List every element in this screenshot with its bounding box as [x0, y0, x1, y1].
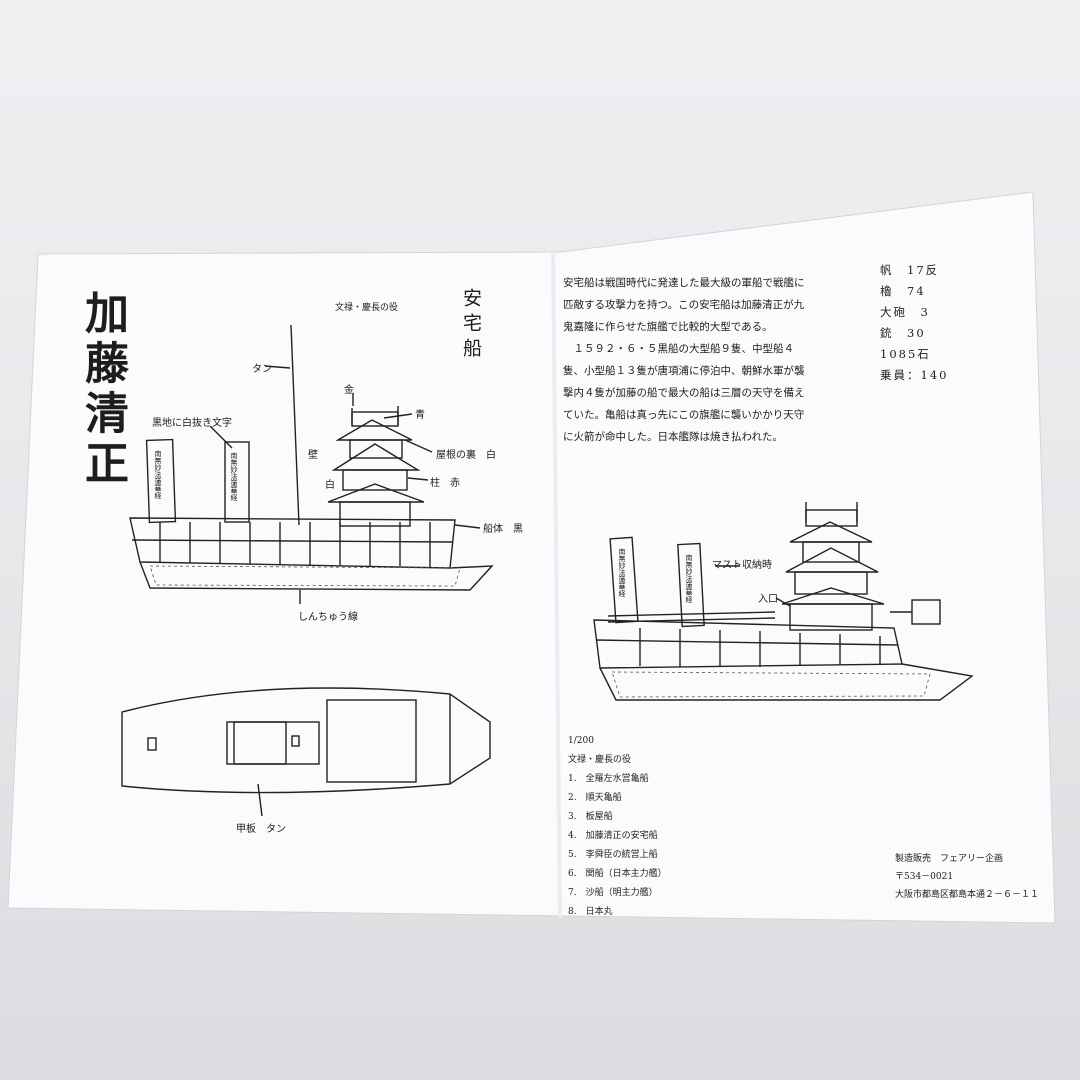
label-shiro: 白 [325, 480, 335, 491]
label-yane: 屋根の裏 白 [436, 450, 496, 461]
list-item: 4. 加藤清正の安宅船 [568, 831, 658, 841]
ship-name: 安宅船 [460, 288, 482, 363]
era-caption: 文禄・慶長の役 [335, 303, 399, 313]
banner-inscription: 南無妙法蓮華経 [685, 554, 693, 603]
maker-info: 製造販売 フェアリー企画 〒534－0021 大阪市都島区都島本通２－６－１１ [895, 850, 1039, 904]
description-paragraph: 安宅船は戦国時代に発達した最大級の軍船で戦艦に匹敵する攻撃力を持つ。この安宅船は… [563, 277, 805, 333]
list-item: 5. 李舜臣の統営上船 [568, 850, 658, 860]
label-mast: マスト収納時 [712, 560, 772, 571]
banner-inscription: 南無妙法蓮華経 [154, 450, 162, 499]
spec-value: 30 [907, 326, 926, 340]
maker-address: 大阪市都島区都島本通２－６－１１ [895, 890, 1040, 900]
label-iriguchi: 入口 [758, 594, 778, 605]
spec-label: 櫓 [880, 284, 894, 298]
list-item: 1. 全羅左水営亀船 [568, 774, 649, 784]
spec-row: 櫓 74 [880, 283, 926, 299]
spec-value: 17反 [907, 263, 940, 277]
label-shinchu: しんちゅう線 [298, 612, 358, 623]
model-list: 1/200 文禄・慶長の役 1. 全羅左水営亀船 2. 順天亀船 3. 板屋船 … [568, 732, 667, 922]
label-sentai: 船体 黒 [483, 524, 523, 535]
banner-inscription: 南無妙法蓮華経 [230, 452, 238, 501]
spec-value: 74 [907, 284, 926, 298]
model-scale: 1/200 [568, 736, 594, 746]
list-item: 6. 関船（日本主力艦） [568, 869, 667, 879]
description: 安宅船は戦国時代に発達した最大級の軍船で戦艦に匹敵する攻撃力を持つ。この安宅船は… [563, 272, 813, 448]
list-item: 8. 日本丸 [568, 907, 613, 917]
spec-row: 大砲 3 [880, 304, 930, 320]
spec-value: 3 [920, 305, 930, 319]
spec-label: 乗員： [880, 368, 921, 382]
spec-label: 銃 [880, 326, 894, 340]
spec-row: 帆 17反 [880, 262, 939, 278]
description-paragraph: １５９２・６・５黒船の大型船９隻、中型船４隻、小型船１３隻が唐項浦に停泊中、朝鮮… [563, 343, 805, 443]
page-title: 加藤清正 [77, 290, 128, 490]
maker-name: 製造販売 フェアリー企画 [895, 854, 1004, 864]
label-hashira: 柱 赤 [430, 478, 460, 489]
list-item: 2. 順天亀船 [568, 793, 622, 803]
maker-postal: 〒534－0021 [895, 872, 954, 882]
label-kanpan: 甲板 タン [236, 824, 286, 835]
spec-label: 大砲 [880, 305, 907, 319]
spec-value: 140 [920, 368, 949, 382]
label-banner-text: 黒地に白抜き文字 [152, 418, 232, 429]
spec-row: 乗員：140 [880, 367, 948, 383]
model-list-heading: 文禄・慶長の役 [568, 755, 632, 765]
spec-value: 1085石 [880, 347, 931, 361]
spec-row: 銃 30 [880, 325, 926, 341]
label-kin: 金 [344, 385, 354, 396]
banner-inscription: 南無妙法蓮華経 [618, 548, 626, 597]
label-kabe: 壁 [308, 450, 318, 461]
list-item: 7. 沙船（明主力艦） [568, 888, 658, 898]
spec-row: 1085石 [880, 346, 931, 362]
label-ao: 青 [415, 410, 425, 421]
spec-label: 帆 [880, 263, 894, 277]
label-tan: タン [252, 364, 272, 375]
list-item: 3. 板屋船 [568, 812, 613, 822]
